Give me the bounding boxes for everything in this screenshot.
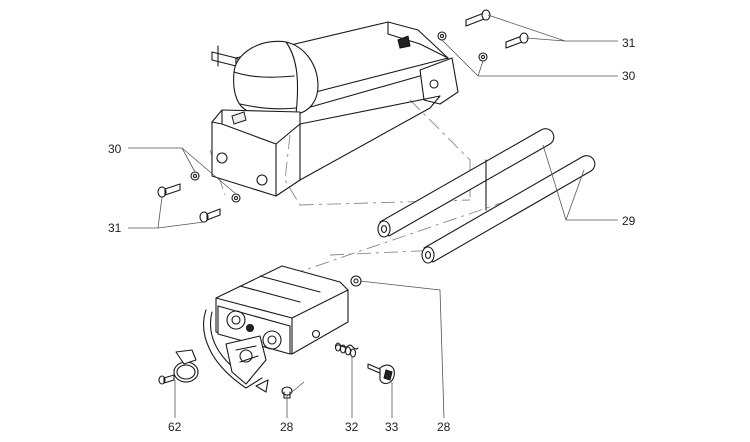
callout-29: 29 [622,214,636,228]
screw-top-2 [505,32,529,49]
callout-31-left: 31 [108,221,122,235]
callout-33: 33 [385,420,399,434]
callout-32: 32 [345,420,359,434]
screw-left-1 [157,183,181,198]
ring-part-62 [158,349,199,385]
washer-top-1 [437,31,447,41]
washer-top-2 [478,52,488,62]
callout-30-top: 30 [622,69,636,83]
callout-28-right: 28 [437,420,451,434]
lower-housing [203,265,349,393]
washer-left-1 [190,171,200,181]
rod-lower [421,155,596,264]
screw-left-2 [199,208,221,223]
callout-30-left: 30 [108,142,122,156]
leader-lines [128,14,618,419]
upper-housing [211,21,459,197]
washer-left-2 [231,193,241,203]
callout-31-top: 31 [622,36,636,50]
nut-part-28-right [350,275,362,287]
callout-28-bottom: 28 [280,420,294,434]
knob-part-33 [367,363,395,385]
screw-top-1 [465,9,491,27]
rod-upper [377,128,555,238]
callout-62: 62 [168,420,182,434]
spring-part-32 [334,342,359,358]
